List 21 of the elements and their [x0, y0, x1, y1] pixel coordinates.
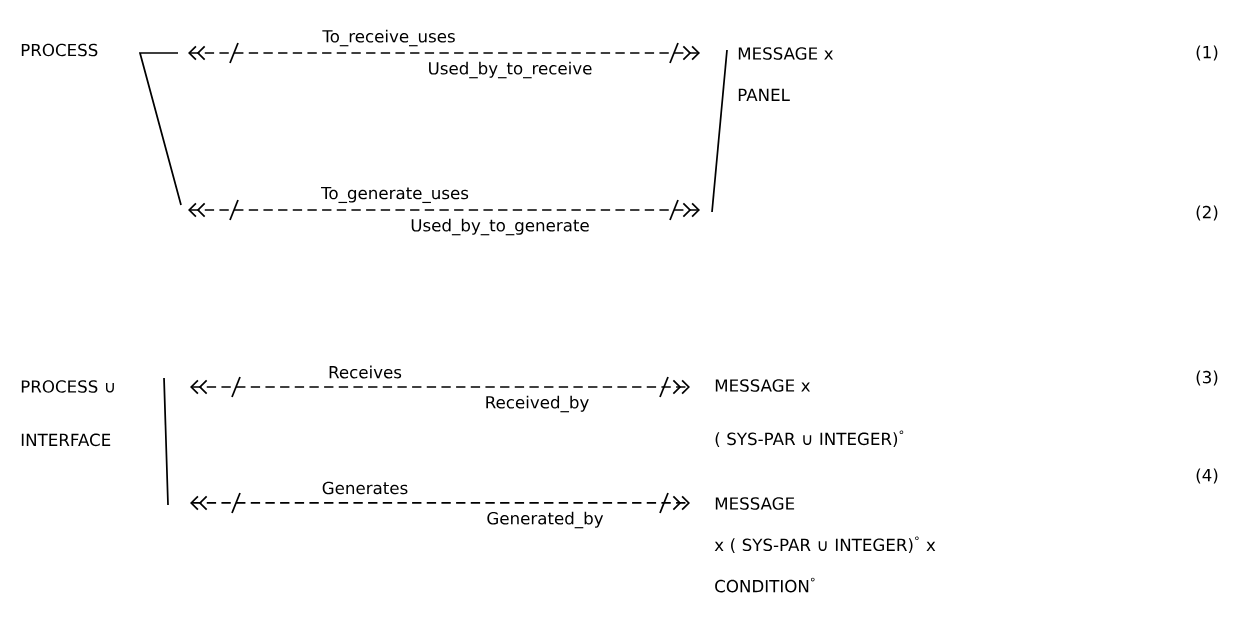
- node-label: PROCESS ∪ INTERFACE: [21, 380, 114, 447]
- edge-label: To_generate_uses: [319, 185, 471, 205]
- text-label: (4): [1193, 467, 1221, 485]
- text-label: (2): [1193, 204, 1221, 222]
- text-label: Used_by_to_generate: [409, 217, 592, 237]
- text-label: Received_by: [483, 394, 591, 414]
- node-label: PROCESS: [21, 43, 98, 57]
- text-label: (3): [1193, 369, 1221, 387]
- dashed-arrow: [188, 42, 700, 64]
- text-label: (1): [1193, 44, 1221, 62]
- edge-label: To_receive_uses: [321, 28, 457, 48]
- text-label: Used_by_to_receive: [426, 60, 594, 80]
- dashed-arrow: [190, 376, 690, 398]
- dashed-arrow: [188, 199, 700, 221]
- node-label: MESSAGE x ( SYS-PAR ∪ INTEGER)$^{°}$ x CONDITION$^{°}$: [714, 497, 936, 593]
- node-label: MESSAGE x ( SYS-PAR ∪ INTEGER)$^{°}$: [715, 379, 904, 448]
- edge-label: Generates: [320, 480, 410, 496]
- edge-label: Receives: [326, 364, 404, 380]
- text-label: Generated_by: [485, 510, 605, 530]
- node-label: MESSAGE x PANEL: [738, 47, 834, 101]
- dashed-arrow: [190, 492, 690, 514]
